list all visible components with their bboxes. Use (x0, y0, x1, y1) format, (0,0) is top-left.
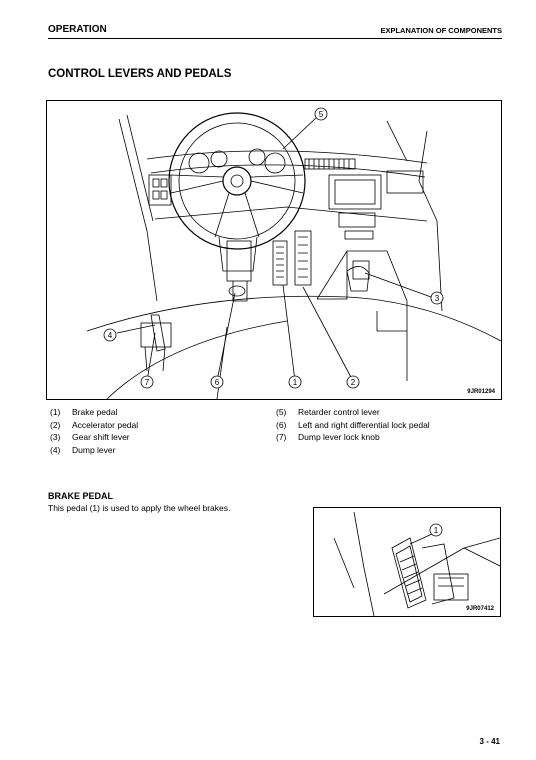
page-number: 3 - 41 (479, 737, 500, 746)
legend-label: Dump lever lock knob (298, 432, 380, 443)
legend-label: Retarder control lever (298, 407, 380, 417)
callout-3: 3 (435, 294, 440, 303)
legend-num: (1) (50, 407, 61, 417)
legend-item: (4) Dump lever (50, 444, 138, 457)
section-title: CONTROL LEVERS AND PEDALS (48, 68, 232, 80)
callout-4: 4 (108, 331, 113, 340)
brake-pedal-illustration: 1 9JR07412 (313, 507, 501, 617)
cab-controls-illustration: 5 4 7 6 1 2 3 9JR01294 (46, 100, 502, 400)
legend-item: (3) Gear shift lever (50, 431, 138, 444)
header-chapter-label: EXPLANATION OF COMPONENTS (380, 26, 502, 35)
callout-7: 7 (145, 378, 150, 387)
legend-item: (1) Brake pedal (50, 406, 138, 419)
brake-pedal-drawing: 1 (333, 511, 500, 616)
legend-num: (5) (276, 407, 287, 417)
legend-label: Left and right differential lock pedal (298, 419, 430, 430)
header-rule (48, 38, 502, 39)
callout-5: 5 (319, 110, 324, 119)
legend-item: (7) Dump lever lock knob (276, 431, 430, 444)
legend-num: (4) (50, 444, 61, 455)
legend-item: (2) Accelerator pedal (50, 419, 138, 432)
figure-code: 9JR01294 (467, 389, 495, 395)
legend-num: (6) (276, 419, 287, 430)
callout-1: 1 (293, 378, 298, 387)
legend-num: (2) (50, 419, 61, 430)
brake-pedal-description: This pedal (1) is used to apply the whee… (48, 503, 231, 513)
callout-2: 2 (351, 378, 356, 387)
legend-label: Accelerator pedal (72, 419, 139, 430)
legend-num: (3) (50, 432, 61, 443)
cab-line-drawing: 5 4 7 6 1 2 3 (86, 107, 501, 399)
callout-6: 6 (215, 378, 220, 387)
legend-item: (5) Retarder control lever (276, 406, 430, 419)
brake-pedal-title: BRAKE PEDAL (48, 491, 114, 501)
legend-label: Gear shift lever (72, 432, 130, 443)
legend-right: (5) Retarder control lever (6) Left and ri… (276, 406, 430, 444)
legend-left: (1) Brake pedal (2) Accelerator pedal (3) G… (50, 406, 138, 456)
legend-label: Dump lever (72, 444, 116, 455)
brake-callout-1: 1 (434, 526, 439, 535)
legend-label: Brake pedal (72, 407, 118, 417)
brake-figure-code: 9JR07412 (466, 606, 494, 612)
header-section-label: OPERATION (48, 24, 107, 35)
legend-item: (6) Left and right differential lock peda… (276, 419, 430, 432)
legend-num: (7) (276, 432, 287, 443)
